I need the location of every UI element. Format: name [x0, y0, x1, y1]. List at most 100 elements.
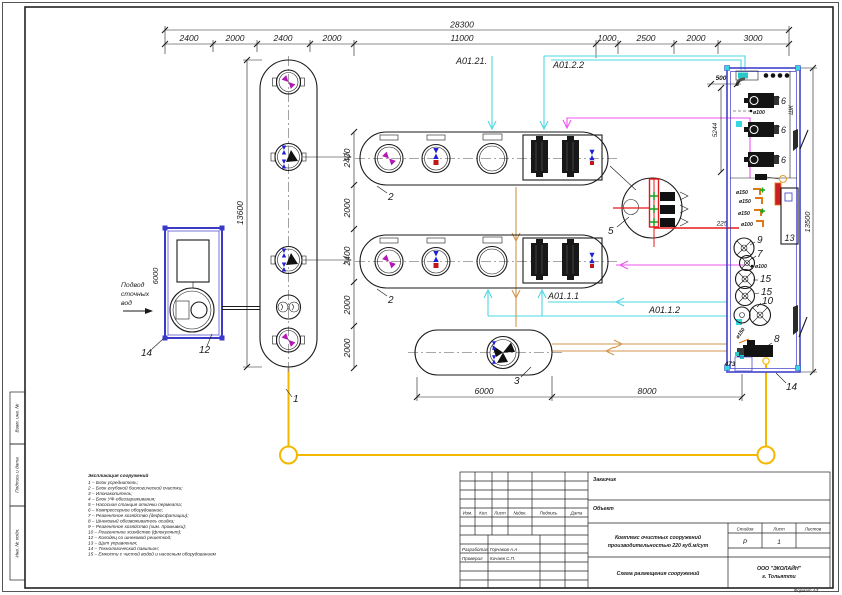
tb-developed-label: Разработал [462, 547, 489, 552]
top-dimension-chain: 28300 2400 2000 2400 2000 11000 1000 250… [161, 20, 793, 58]
pipe-manifold: ø150 ø150 ø150 ø100 [736, 174, 787, 228]
reagent-tanks: 9 7 ø100 15 15 10 ø150 [733, 235, 774, 340]
legend-item: 7 – Реагентное хозяйство (дефосфатации); [88, 512, 189, 518]
inlet-note-line3: вод [121, 299, 132, 307]
tag-block-9: 9 [757, 235, 763, 246]
tb-developed-name: Горчаков А.А [490, 547, 517, 552]
flow-label-a01-1-2: А01.1.2 [648, 305, 680, 315]
dim-col-seg-3: 2000 [342, 295, 352, 315]
blower-unit-3: 6 [744, 152, 786, 167]
tb-company-line1: ООО "ЭКОЛАЙН" [757, 564, 802, 572]
pipe-d100-2: ø100 [741, 222, 753, 228]
blower-unit-2: 6 [744, 122, 786, 137]
dim-column-total: 13600 [235, 201, 245, 225]
legend-item: 14 – Технологический павильон; [88, 545, 160, 551]
stamp-vzam-inv: Взам. инв. № [15, 404, 20, 433]
hatch-4 [275, 294, 302, 320]
permeate-pump-station: 5 225 [608, 165, 739, 247]
tb-col-podpis: Подпись [540, 511, 558, 516]
legend-item: 4 – Блок УФ-обеззараживания; [88, 497, 156, 502]
dim-col-seg-1: 2000 [342, 198, 352, 218]
tb-col-ndok: №док. [513, 511, 526, 516]
tag-block-3: 3 [514, 376, 520, 387]
stamp-inv-podl: Инв. № подл. [15, 528, 20, 557]
dim-top-seg-4: 11000 [450, 33, 473, 43]
tag-block-2a: 2 [387, 192, 394, 203]
tb-col-kol: Кол. [479, 511, 488, 516]
legend-item: 15 – Емкости с чистой водой и насосным о… [88, 551, 217, 557]
legend-item: 12 – Колодец со шнековой решеткой; [88, 534, 172, 540]
tag-block-14-left: 14 [141, 348, 153, 359]
tag-block-5: 5 [608, 226, 614, 237]
screw-dewaterer: 8 473 [724, 334, 780, 372]
tag-block-6c: 6 [781, 155, 786, 165]
tb-sheet-value: 1 [777, 539, 781, 546]
pipe-d150-1: ø150 [736, 190, 748, 196]
tb-checked-name: Кичаев С.П. [490, 556, 515, 561]
tb-stage-label: Стадия [737, 527, 754, 532]
tb-sheet-label: Лист [772, 527, 785, 532]
flow-stream-labels: А01.21. А01.2.2 А01.1.1 А01.1.2 [455, 56, 680, 315]
legend-title: Экспликация сооружений [88, 472, 148, 478]
equalization-tank-column: 13600 2400 2000 2400 2000 2000 1 [235, 56, 358, 405]
blower-unit-1: 6 [744, 93, 786, 108]
legend-item: 10 – Реагентное хозяйство (флокулянт); [88, 529, 182, 535]
tag-block-8: 8 [774, 334, 780, 345]
tag-block-7: 7 [757, 249, 763, 260]
tb-sheets-label: Листов [804, 527, 822, 532]
dim-top-seg-0: 2400 [179, 33, 199, 43]
dim-top-seg-5: 1000 [598, 33, 617, 43]
hatch-5 [272, 327, 305, 353]
legend-item: 9 – Реагентное хозяйство (хим. промывки)… [88, 523, 187, 529]
flow-label-a01-21: А01.21. [455, 56, 487, 66]
tb-col-list: Лист [493, 511, 506, 516]
piping-network [279, 55, 776, 465]
aeration-tank-2: 2 [355, 234, 618, 306]
tag-block-15a: 15 [760, 274, 772, 285]
tb-doc-title: Схема размещения сооружений [617, 570, 701, 577]
pipe-d100-3: ø100 [755, 264, 767, 270]
tag-block-15b: 15 [761, 287, 773, 298]
dim-tank3-len: 6000 [475, 386, 494, 396]
tag-block-14-right: 14 [786, 382, 798, 393]
tb-company-line2: г. Тольятти [762, 574, 796, 580]
equipment-pavilion: 500 5244 6 6 6 ø100 ШК [707, 64, 817, 393]
pipe-d150-2: ø150 [739, 199, 751, 205]
membrane-unit [562, 239, 579, 280]
tag-block-6a: 6 [781, 96, 786, 106]
dim-pavilion-height: 13500 [803, 211, 812, 233]
membrane-unit [531, 136, 548, 177]
tb-object-label: Объект [593, 505, 614, 512]
dim-top-seg-1: 2000 [225, 33, 245, 43]
aeration-tank-1: 2 [355, 131, 618, 203]
pipe-d150-riser: ø150 [735, 327, 747, 340]
dim-dewaterer: 473 [724, 361, 736, 368]
pipe-d100-air: ø100 [753, 110, 765, 116]
dim-col-seg-4: 2000 [342, 338, 352, 358]
legend-item: 5 – Насосная станция откачки пермеата; [88, 502, 183, 507]
legend-item: 3 – Илонакопитель; [88, 491, 133, 496]
inlet-pavilion: Подвод сточных вод 6000 14 12 [121, 225, 260, 359]
tag-block-2b: 2 [387, 295, 394, 306]
flow-label-a01-2-2: А01.2.2 [552, 60, 584, 70]
format-label: Формат А3 [794, 588, 819, 593]
tag-block-13: 13 [784, 233, 794, 243]
legend-item: 6 – Компрессорное оборудование; [88, 508, 164, 513]
membrane-unit [562, 136, 579, 177]
membrane-unit [531, 239, 548, 280]
tag-block-6b: 6 [781, 125, 786, 135]
tb-col-izm: Изм. [463, 511, 473, 516]
dim-pavilion-top: 500 [716, 75, 727, 82]
inlet-note-line2: сточных [121, 291, 150, 298]
inlet-note-line1: Подвод [121, 281, 145, 289]
hatch-2 [270, 142, 307, 172]
dim-top-total: 28300 [449, 20, 474, 30]
legend-item: 2 – Блок глубокой биологической очистки; [87, 485, 183, 491]
tb-col-data: Дата [570, 511, 583, 516]
stamp-podpis-data: Подпись и дата [15, 457, 20, 493]
tb-customer-label: Заказчик [593, 477, 616, 483]
dim-top-seg-8: 3000 [744, 33, 763, 43]
dim-col-seg-2: 2400 [342, 246, 352, 266]
